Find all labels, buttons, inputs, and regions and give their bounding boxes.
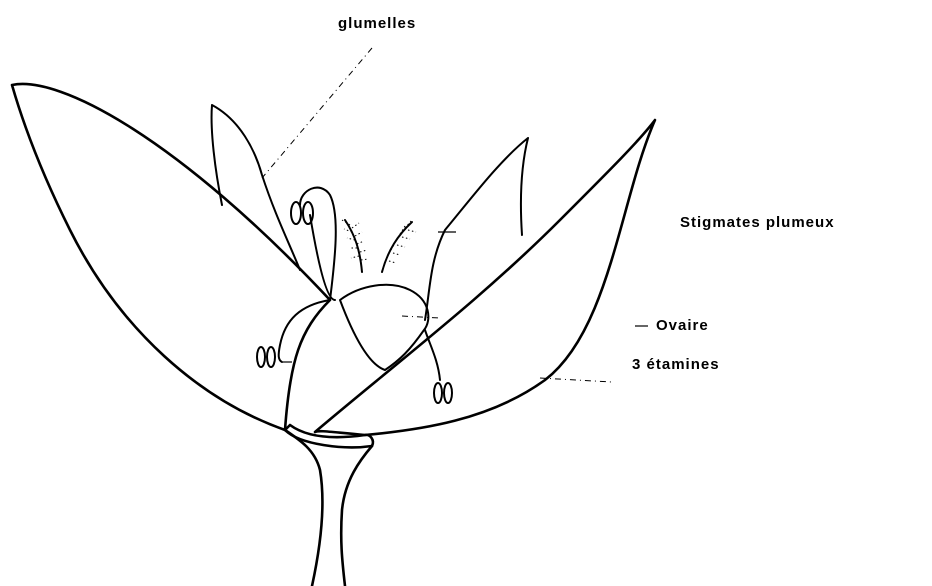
anther-left [257,347,275,367]
leader-etamines [540,378,612,382]
glumelle-right [425,138,528,320]
ovary [340,285,428,370]
stem [285,430,372,586]
glumelle-left [212,105,300,270]
label-glumelles: glumelles [338,16,416,31]
leader-ovaire [402,316,440,318]
collar [285,425,373,447]
anther-top [291,202,313,224]
stamen-filament-right [425,330,440,380]
stigma-left [342,220,368,272]
left-glume [12,84,330,430]
label-ovaire: Ovaire [656,318,709,333]
right-glume [315,120,655,435]
label-stigmates-plumeux: Stigmates plumeux [680,215,835,230]
anther-right [434,383,452,403]
stigma-right [382,221,416,272]
label-3-etamines: 3 étamines [632,357,720,372]
leader-glumelles [262,48,372,178]
